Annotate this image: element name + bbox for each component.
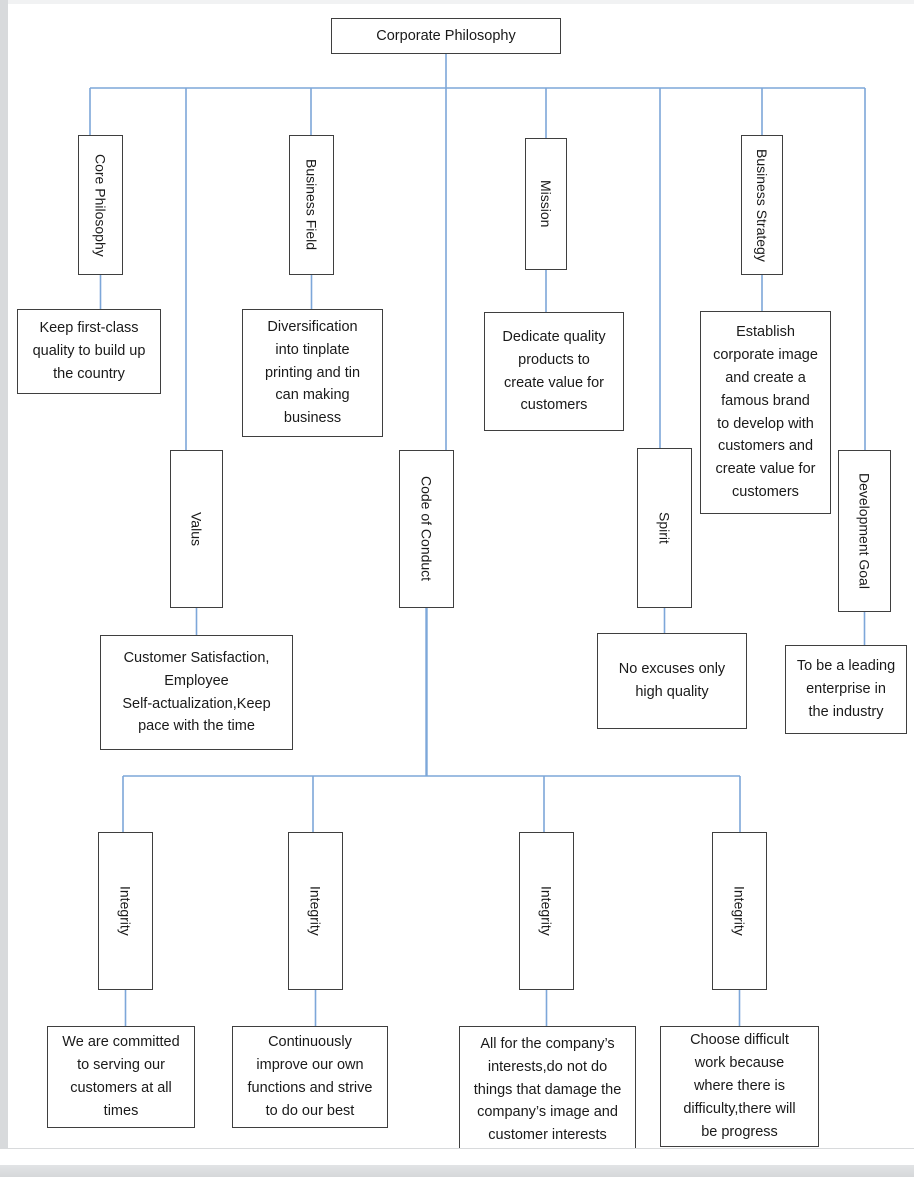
node-label: Development Goal [856, 473, 873, 589]
node-label: No excuses only high quality [618, 661, 726, 700]
page-left-edge [0, 0, 8, 1177]
node-business-field-detail[interactable]: Diversification into tinplate printing a… [242, 309, 383, 437]
node-label: Code of Conduct [418, 476, 435, 582]
connector-layer [89, 54, 866, 1026]
node-code-of-conduct[interactable]: Code of Conduct [399, 450, 454, 608]
node-label: We are committed to serving our customer… [62, 1034, 180, 1119]
node-root[interactable]: Corporate Philosophy [331, 18, 561, 54]
node-development-goal-detail[interactable]: To be a leading enterprise in the indust… [785, 645, 907, 734]
node-business-field[interactable]: Business Field [289, 135, 334, 275]
node-integrity-4-detail[interactable]: Choose difficult work because where ther… [660, 1026, 819, 1147]
node-core-philosophy-detail[interactable]: Keep first-class quality to build up the… [17, 309, 161, 394]
node-integrity-3-detail[interactable]: All for the company’s interests,do not d… [459, 1026, 636, 1154]
node-label: Continuously improve our own functions a… [247, 1034, 373, 1119]
node-label: Spirit [656, 512, 673, 544]
page-bottom-shadow [0, 1165, 914, 1177]
node-integrity-1[interactable]: Integrity [98, 832, 153, 990]
node-label: Customer Satisfaction, Employee Self-act… [122, 649, 271, 735]
node-valus[interactable]: Valus [170, 450, 223, 608]
page-top-edge [0, 0, 914, 4]
node-label: Keep first-class quality to build up the… [32, 320, 146, 382]
node-label: Mission [538, 180, 555, 228]
node-integrity-2-detail[interactable]: Continuously improve our own functions a… [232, 1026, 388, 1128]
node-label: Dedicate quality products to create valu… [502, 328, 606, 414]
node-label: Diversification into tinplate printing a… [264, 318, 361, 427]
node-label: Valus [188, 512, 205, 546]
node-label: To be a leading enterprise in the indust… [796, 658, 896, 720]
node-development-goal[interactable]: Development Goal [838, 450, 891, 612]
node-integrity-4[interactable]: Integrity [712, 832, 767, 990]
node-label: Business Field [303, 159, 320, 251]
node-integrity-2[interactable]: Integrity [288, 832, 343, 990]
node-label: Choose difficult work because where ther… [683, 1032, 796, 1140]
node-mission[interactable]: Mission [525, 138, 567, 270]
node-label: Establish corporate image and create a f… [713, 323, 818, 501]
node-spirit[interactable]: Spirit [637, 448, 692, 608]
node-business-strategy[interactable]: Business Strategy [741, 135, 783, 275]
node-label: Integrity [731, 886, 748, 936]
node-label: All for the company’s interests,do not d… [473, 1035, 622, 1144]
node-core-philosophy[interactable]: Core Philosophy [78, 135, 123, 275]
node-label: Corporate Philosophy [376, 27, 516, 44]
node-label: Core Philosophy [92, 153, 109, 257]
node-spirit-detail[interactable]: No excuses only high quality [597, 633, 747, 729]
node-label: Integrity [538, 886, 555, 936]
node-mission-detail[interactable]: Dedicate quality products to create valu… [484, 312, 624, 431]
node-label: Business Strategy [754, 148, 771, 262]
node-business-strategy-detail[interactable]: Establish corporate image and create a f… [700, 311, 831, 514]
node-valus-detail[interactable]: Customer Satisfaction, Employee Self-act… [100, 635, 293, 750]
node-integrity-1-detail[interactable]: We are committed to serving our customer… [47, 1026, 195, 1128]
node-label: Integrity [117, 886, 134, 936]
node-label: Integrity [307, 886, 324, 936]
node-integrity-3[interactable]: Integrity [519, 832, 574, 990]
